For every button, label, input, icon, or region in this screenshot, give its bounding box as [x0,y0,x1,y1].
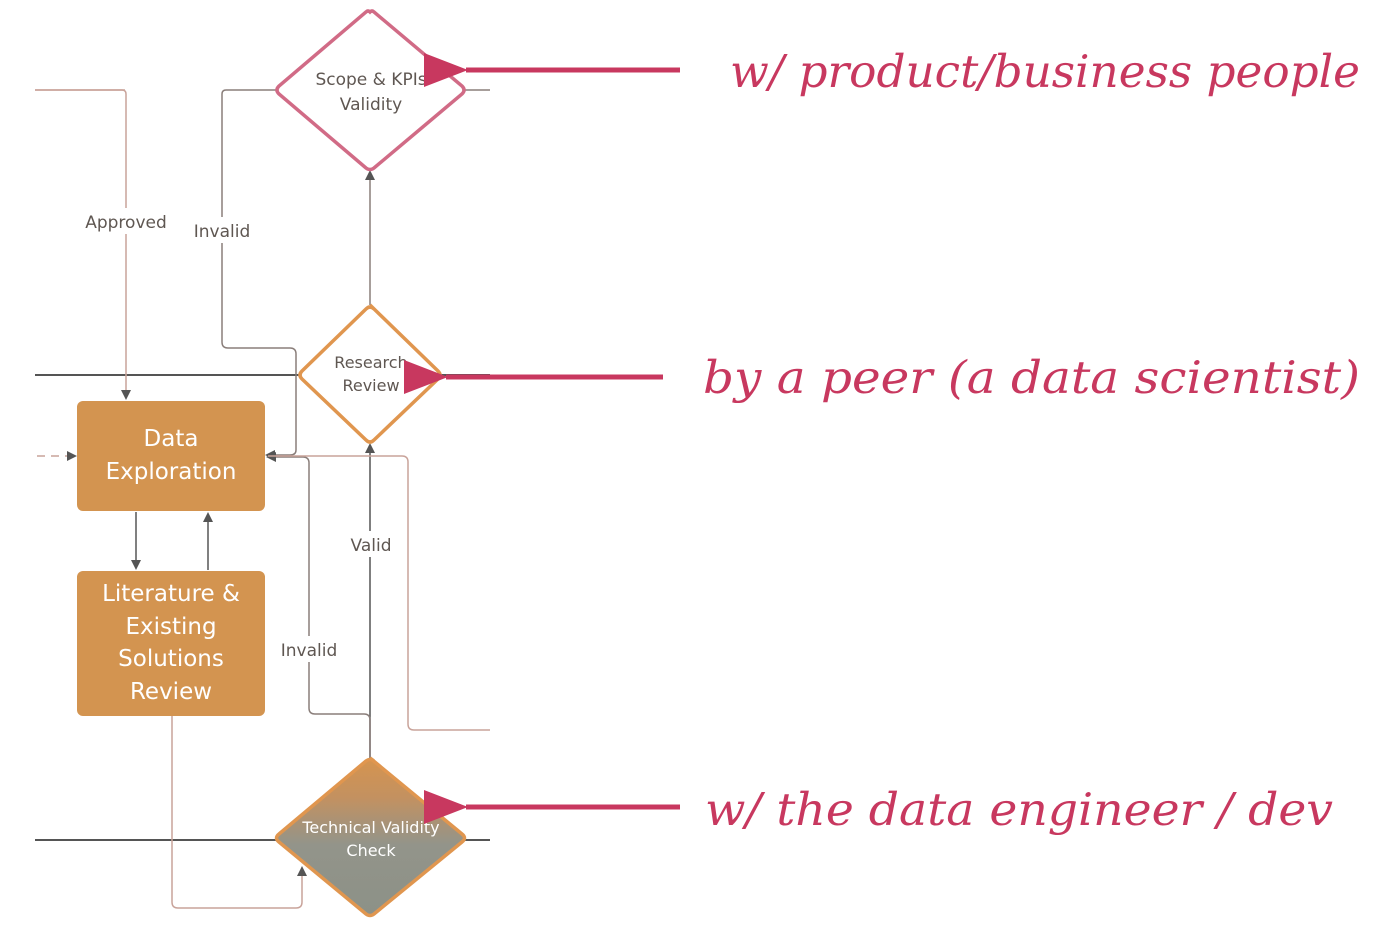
annotation-texts: w/ product/business people by a peer (a … [703,45,1360,836]
literature-line2: Existing [125,614,216,640]
scope-kpis-validity-diamond[interactable]: Scope & KPIs Validity [275,9,466,172]
connectors [35,89,490,909]
annotation-research: by a peer (a data scientist) [703,351,1360,404]
technical-validity-check-diamond[interactable]: Technical Validity Check [274,756,467,918]
exploration-line1: Data [144,426,199,452]
literature-line1: Literature & [102,581,240,607]
edge-return-right [268,455,490,731]
annotation-scope: w/ product/business people [730,45,1360,98]
label-invalid-bottom: Invalid [281,641,338,661]
annotation-arrows [404,53,680,824]
label-invalid-top: Invalid [194,222,251,242]
scope-line2: Validity [340,95,402,115]
literature-line4: Review [130,679,212,705]
literature-review-box[interactable]: Literature & Existing Solutions Review [77,571,265,716]
research-review-diamond[interactable]: Research Review [298,303,442,444]
edge-invalid-top [221,89,297,460]
label-approved: Approved [85,213,167,233]
data-exploration-box[interactable]: Data Exploration [77,401,265,511]
technical-line2: Check [346,841,396,860]
technical-line1: Technical Validity [301,818,439,837]
research-line2: Review [342,376,399,395]
label-valid: Valid [351,536,392,556]
annotation-technical: w/ the data engineer / dev [705,783,1333,836]
research-line1: Research [334,353,407,372]
exploration-line2: Exploration [106,459,237,485]
edge-approved [35,89,131,400]
literature-line3: Solutions [118,646,224,672]
edge-labels: Approved Invalid Valid Invalid [82,208,397,662]
scope-line1: Scope & KPIs [315,70,426,90]
edge-invalid-bottom [266,452,371,758]
edge-literature-to-technical [171,716,307,909]
